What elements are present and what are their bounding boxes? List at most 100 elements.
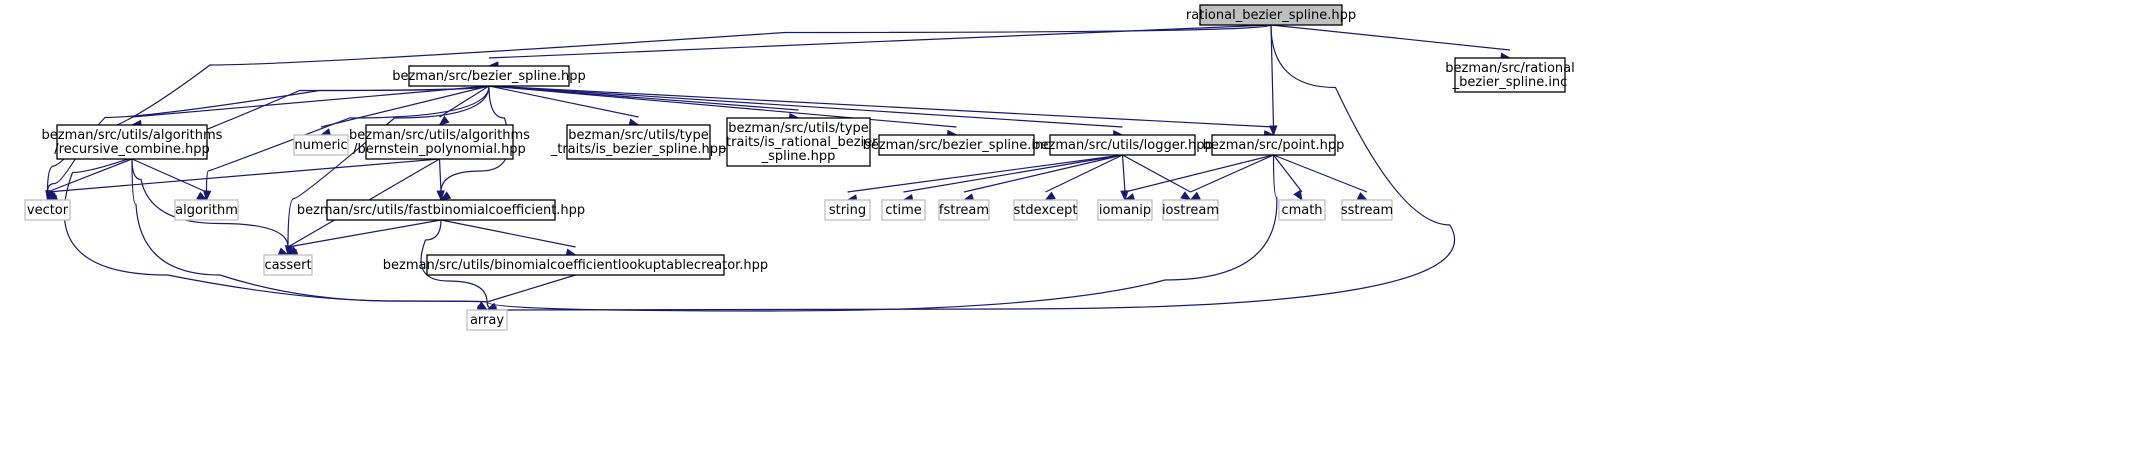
edge-fastbinomial-cassert [286,219,442,258]
node-box [1454,57,1566,93]
node-lookuptable[interactable]: bezman/src/utils/binomialcoefficientlook… [383,254,768,276]
node-label: iostream [1162,203,1219,218]
node-recursive_combine[interactable]: bezman/src/utils/algorithms/recursive_co… [42,124,223,160]
node-box [1013,199,1078,221]
node-stdexcept: stdexcept [1013,199,1078,221]
edge-line [488,85,957,128]
edge-root-point [1269,24,1278,137]
edge-line [1273,154,1303,193]
node-box [1162,199,1219,221]
edge-bezier_spline_hpp-algorithm [202,85,490,202]
node-label: bezman/src/bezier_spline.hpp [392,69,586,84]
node-algorithm: algorithm [174,199,239,221]
edge-fastbinomial-array [420,219,489,311]
node-box [1049,134,1196,156]
node-string: string [824,199,871,221]
edge-line [440,219,576,248]
edge-arrowhead [1120,190,1129,202]
node-box [174,199,239,221]
edge-line [1270,24,1275,128]
node-label: bezman/src/utils/type [728,121,868,136]
edge-line [1121,154,1126,193]
edge-line [847,154,1123,193]
node-box [1199,4,1343,26]
edge-line [131,85,490,118]
edge-arrowhead [1269,125,1278,137]
node-rational_inc[interactable]: bezman/src/rational_bezier_spline.inc [1445,57,1575,93]
edge-arrowhead [202,190,212,202]
node-sstream: sstream [1341,199,1393,221]
node-bernstein[interactable]: bezman/src/utils/algorithms/bernstein_po… [349,124,530,160]
node-label: bezman/src/utils/logger.hpp [1032,138,1213,153]
node-box [326,199,556,221]
edge-line [486,24,1456,311]
node-bezier_inc[interactable]: bezman/src/bezier_spline.inc [863,134,1051,156]
edge-lookuptable-array [485,274,576,311]
node-fstream: fstream [938,199,990,221]
edge-line [47,158,133,193]
node-label: bezman/src/bezier_spline.inc [863,138,1051,153]
edge-arrowhead [1293,189,1303,202]
edge-line [131,158,488,303]
edge-logger-stdexcept [1044,154,1123,201]
node-point[interactable]: bezman/src/point.hpp [1203,134,1345,156]
edges-layer [45,24,1512,318]
node-iomanip: iomanip [1097,199,1153,221]
edge-arrowhead [1189,191,1201,201]
edge-line [438,158,442,193]
node-is_rational[interactable]: bezman/src/utils/type_traits/is_rational… [719,117,879,167]
node-label: numeric [294,138,347,153]
edge-line [320,85,490,128]
node-label: fstream [939,203,989,218]
edge-bernstein-fastbinomial [436,158,445,202]
node-label: _bezier_spline.inc [1452,75,1568,90]
node-box [1097,199,1153,221]
edge-root-rational_inc [1270,24,1512,61]
edge-line [1190,154,1274,193]
node-is_bezier[interactable]: bezman/src/utils/type_traits/is_bezier_s… [550,124,727,160]
node-label: ctime [885,203,922,218]
node-label: array [470,313,504,328]
node-label: bezman/src/rational [1445,61,1574,76]
edge-line [287,85,490,248]
node-box [24,199,71,221]
node-logger[interactable]: bezman/src/utils/logger.hpp [1032,134,1213,156]
edge-arrowhead [476,301,489,311]
edge-arrowhead [439,191,452,201]
edge-arrowhead [438,115,450,126]
edge-logger-iostream [1122,154,1192,201]
edge-line [1122,154,1191,193]
edge-arrowhead [1180,191,1192,201]
node-box [1341,199,1393,221]
edge-point-cmath [1273,154,1303,202]
node-label: iomanip [1099,203,1151,218]
node-bezier_spline_hpp[interactable]: bezman/src/bezier_spline.hpp [392,65,586,87]
edge-line [1273,154,1368,193]
node-label: cassert [264,258,311,273]
edge-logger-iomanip [1120,154,1129,202]
node-root[interactable]: rational_bezier_spline.hpp [1186,4,1356,26]
node-cassert: cassert [263,254,313,276]
node-label: bezman/src/point.hpp [1203,138,1345,153]
node-label: cmath [1281,203,1322,218]
node-numeric: numeric [293,134,349,156]
node-box [726,117,871,167]
edge-line [486,274,576,303]
edge-point-array [485,154,1278,315]
node-fastbinomial[interactable]: bezman/src/utils/fastbinomialcoefficient… [297,199,585,221]
node-box [1211,134,1336,156]
node-label: bezman/src/utils/algorithms [349,128,530,143]
edge-arrowhead [1356,192,1369,201]
node-label: _traits/is_rational_bezier [719,135,879,150]
edge-point-iostream [1189,154,1274,201]
edge-line [488,85,639,118]
node-label: bezman/src/utils/type [568,128,708,143]
edge-line [488,85,1274,128]
node-box [426,254,725,276]
node-box [293,134,349,156]
nodes-layer: rational_bezier_spline.hpp bezman/src/bez… [24,4,1575,331]
node-label: /recursive_combine.hpp [54,142,210,157]
node-label: string [829,203,866,218]
node-box [408,65,570,87]
